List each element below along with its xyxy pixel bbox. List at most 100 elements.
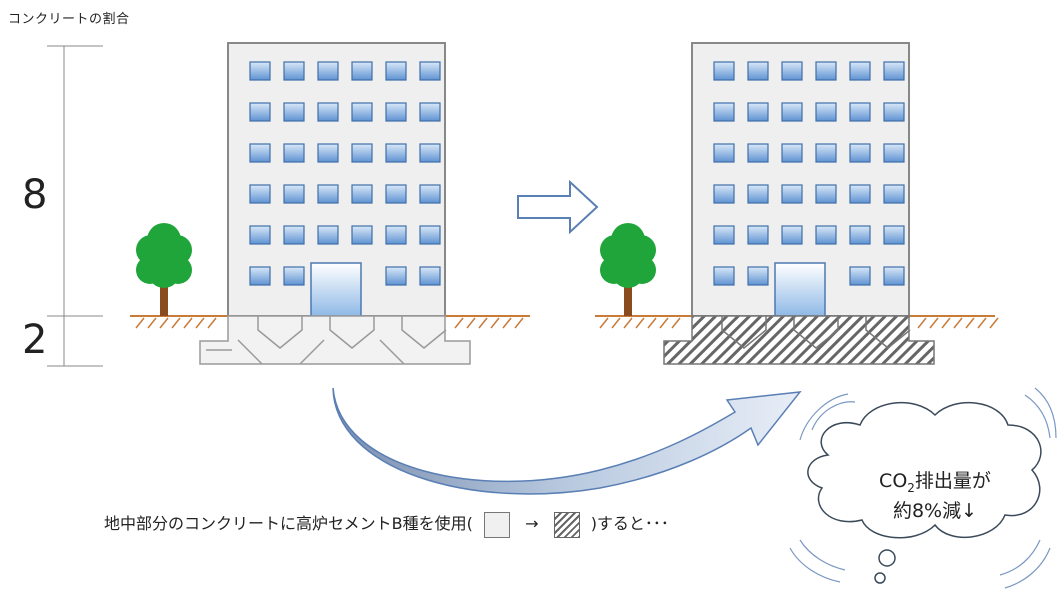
ground-hatch (671, 317, 681, 329)
ground-hatch (502, 317, 512, 329)
window (283, 225, 305, 245)
window (419, 143, 441, 163)
tree-right (600, 223, 656, 316)
window (283, 143, 305, 163)
window (419, 184, 441, 204)
window (781, 102, 803, 122)
bubble-line-2: 約8%減↓ (892, 499, 978, 522)
window (815, 102, 837, 122)
window (883, 61, 905, 81)
window (815, 225, 837, 245)
ground-hatch (659, 317, 669, 329)
window (249, 184, 271, 204)
ratio-scale (47, 45, 103, 367)
window (747, 143, 769, 163)
window (849, 143, 871, 163)
door-left (310, 262, 362, 317)
ground-hatch (454, 317, 464, 329)
window (351, 143, 373, 163)
plain-concrete-swatch (484, 511, 510, 538)
ground-hatch (135, 317, 145, 329)
window (283, 102, 305, 122)
window (781, 184, 803, 204)
ground-hatch (599, 317, 609, 329)
window (815, 143, 837, 163)
window (419, 225, 441, 245)
window (317, 102, 339, 122)
window (781, 143, 803, 163)
foundation-right-hatched (663, 315, 935, 365)
window (385, 143, 407, 163)
window (283, 61, 305, 81)
window (747, 225, 769, 245)
bubble-vibration-lines (789, 387, 1057, 589)
ground-hatch (490, 317, 500, 329)
window (351, 102, 373, 122)
window (883, 266, 905, 286)
ground-hatch (647, 317, 657, 329)
foundation-left-plain (199, 315, 471, 365)
window (883, 102, 905, 122)
window (747, 102, 769, 122)
ground-hatch (478, 317, 488, 329)
window (815, 184, 837, 204)
ground-hatch (965, 317, 975, 329)
caption: 地中部分のコンクリートに高炉セメントB種を使用( → )すると･･･ (104, 510, 669, 538)
window (883, 184, 905, 204)
window (849, 61, 871, 81)
window (713, 266, 735, 286)
bubble-text: CO2排出量が 約8%減↓ (835, 470, 1035, 523)
window (317, 143, 339, 163)
window (351, 225, 373, 245)
ground-hatch (183, 317, 193, 329)
ground-hatch (917, 317, 927, 329)
ground-hatch (635, 317, 645, 329)
ground-hatch (953, 317, 963, 329)
window (713, 102, 735, 122)
window (385, 225, 407, 245)
window (781, 225, 803, 245)
window (747, 61, 769, 81)
window (249, 102, 271, 122)
window (419, 102, 441, 122)
building-right (691, 42, 910, 317)
window (781, 61, 803, 81)
window (385, 184, 407, 204)
ground-hatch (929, 317, 939, 329)
window (713, 61, 735, 81)
ratio-upper-label: 8 (22, 172, 48, 218)
ground-hatch (171, 317, 181, 329)
window (317, 225, 339, 245)
window (317, 184, 339, 204)
caption-arrow: → (525, 514, 539, 533)
window (249, 61, 271, 81)
curved-arrow (332, 387, 802, 495)
chart-title: コンクリートの割合 (8, 12, 130, 27)
tree-left (136, 223, 192, 316)
ground-hatch (195, 317, 205, 329)
window (283, 184, 305, 204)
window (419, 266, 441, 286)
caption-before: 地中部分のコンクリートに高炉セメントB種を使用( (104, 514, 473, 533)
ground-hatch (159, 317, 169, 329)
caption-after: )すると･･･ (590, 514, 669, 533)
ground-hatch (147, 317, 157, 329)
ground-hatch (207, 317, 217, 329)
window (283, 266, 305, 286)
ground-hatch (466, 317, 476, 329)
door-right (774, 262, 826, 317)
bubble-line-1: CO2排出量が (879, 470, 991, 495)
window (419, 61, 441, 81)
window (849, 102, 871, 122)
window (713, 225, 735, 245)
window (385, 61, 407, 81)
window (351, 61, 373, 81)
ground-hatch (989, 317, 999, 329)
transition-arrow (517, 179, 599, 235)
ground-hatch (941, 317, 951, 329)
ground-hatch (977, 317, 987, 329)
window (249, 143, 271, 163)
window (849, 266, 871, 286)
thought-bubble (807, 401, 1042, 584)
